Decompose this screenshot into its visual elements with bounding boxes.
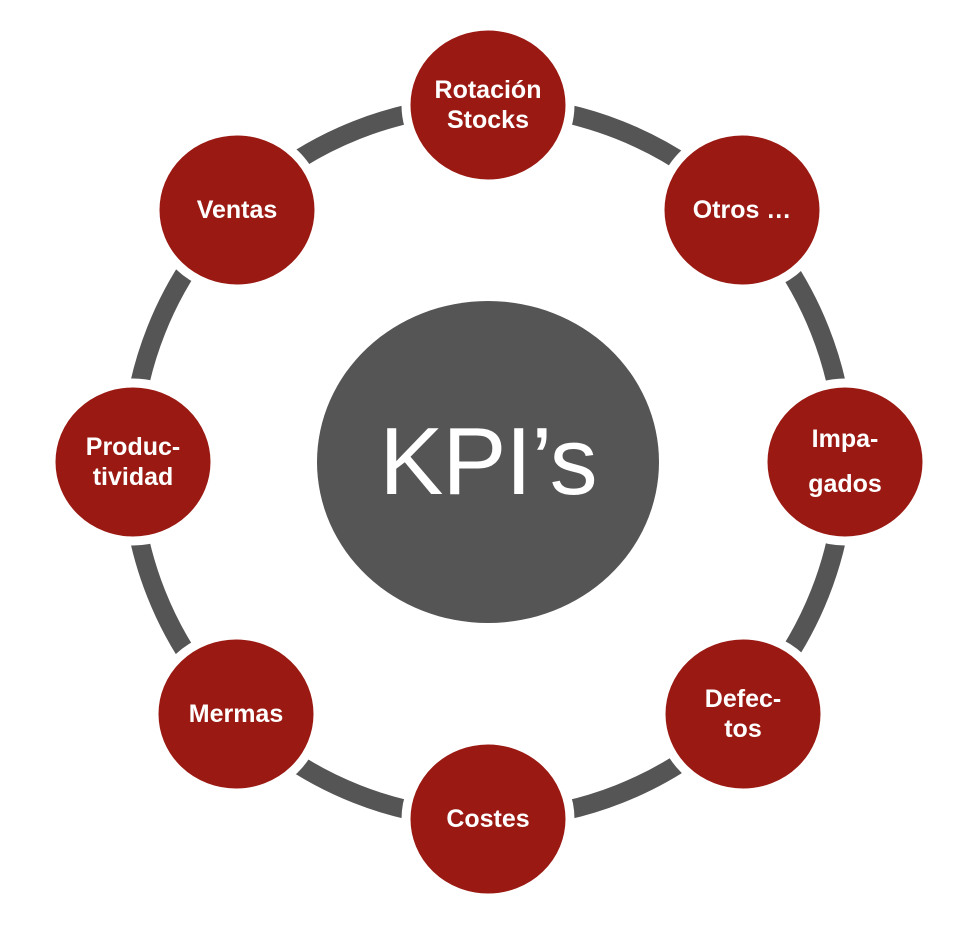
node-circle-productividad (46, 378, 220, 546)
node-circle-ventas (150, 126, 324, 294)
node-circle-mermas (149, 630, 323, 798)
node-circle-defectos (656, 630, 830, 798)
node-circle-impagados (758, 378, 932, 546)
node-circle-rotacion-stocks (401, 21, 575, 189)
node-circle-costes (401, 735, 575, 903)
center-circle (317, 301, 659, 623)
node-circle-otros (655, 126, 829, 294)
